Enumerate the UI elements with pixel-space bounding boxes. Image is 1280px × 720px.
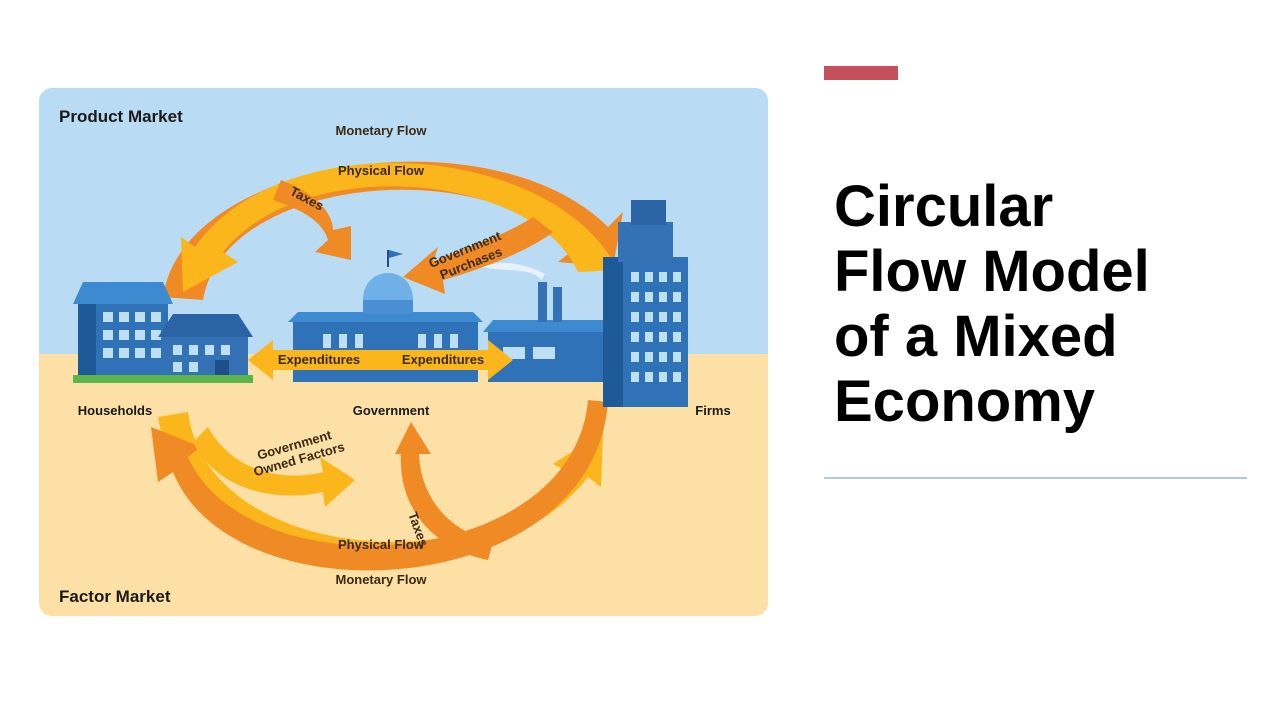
physical-flow-top-label: Physical Flow <box>338 163 425 178</box>
expenditures-arrow <box>248 340 513 380</box>
government-owned-factors-arrow <box>193 427 355 507</box>
households-building <box>73 282 253 383</box>
title-divider <box>824 477 1247 479</box>
slide-title: Circular Flow Model of a Mixed Economy <box>834 174 1254 434</box>
taxes-top-arrow <box>273 180 351 260</box>
circular-flow-diagram: Product Market Factor Market Monetary Fl… <box>33 82 774 622</box>
monetary-flow-bottom-arrow <box>151 400 608 571</box>
title-line-4: Economy <box>834 369 1096 434</box>
title-line-2: Flow Model <box>834 239 1150 304</box>
government-label: Government <box>353 403 430 418</box>
physical-flow-bottom-label: Physical Flow <box>338 537 425 552</box>
expenditures-left-label: Expenditures <box>278 352 360 367</box>
firms-tower <box>603 200 688 407</box>
title-line-3: of a Mixed <box>834 304 1118 369</box>
government-purchases-arrow <box>403 217 553 294</box>
monetary-flow-top-label: Monetary Flow <box>335 123 427 138</box>
diagram-canvas: Product Market Factor Market Monetary Fl… <box>37 86 770 618</box>
factor-market-label: Factor Market <box>59 587 171 606</box>
taxes-bottom-arrow <box>395 422 493 560</box>
monetary-flow-bottom-label: Monetary Flow <box>335 572 427 587</box>
title-line-1: Circular <box>834 174 1054 239</box>
households-label: Households <box>78 403 152 418</box>
expenditures-right-label: Expenditures <box>402 352 484 367</box>
firms-label: Firms <box>695 403 730 418</box>
product-market-label: Product Market <box>59 107 183 126</box>
physical-flow-bottom-arrow <box>158 412 603 563</box>
accent-bar <box>824 66 898 80</box>
